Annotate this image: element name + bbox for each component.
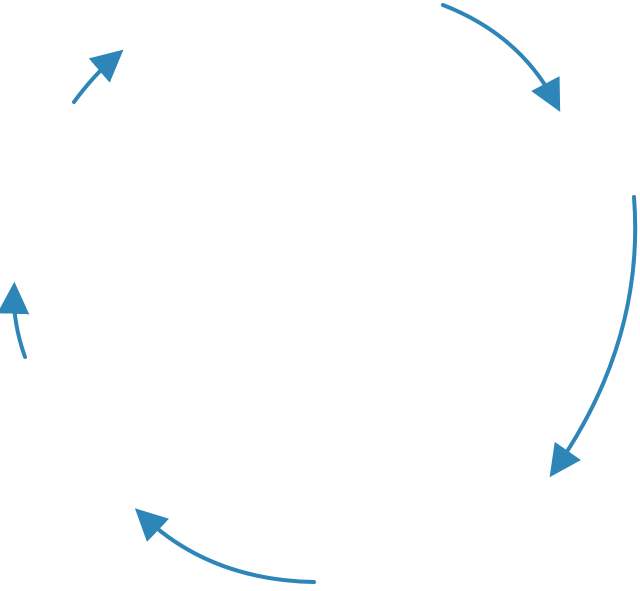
arrow-left-arc bbox=[0, 281, 30, 359]
cycle-arrow-right bbox=[549, 195, 638, 478]
arrow-right-arc bbox=[549, 195, 638, 478]
cycle-arrow-top-right bbox=[441, 3, 561, 112]
arrow-top-left-arc bbox=[72, 49, 124, 104]
cycle-arrow-bottom bbox=[134, 508, 316, 584]
cycle-arrow-left bbox=[0, 281, 30, 359]
arrow-top-right-arc bbox=[441, 3, 561, 112]
arrow-bottom-arc bbox=[134, 508, 316, 584]
cycle-arrow-top-left bbox=[72, 49, 124, 104]
